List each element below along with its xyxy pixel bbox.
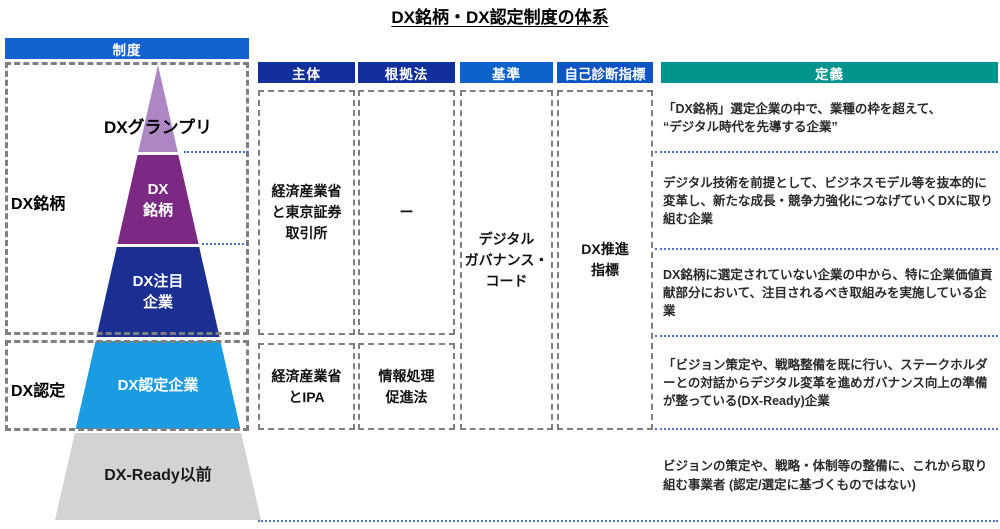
- page-title: DX銘柄・DX認定制度の体系: [391, 8, 609, 27]
- teigi-header: 定義: [661, 62, 998, 83]
- connector-dotline-meigara-left: [202, 243, 248, 245]
- meigara-group-label: DX銘柄: [11, 196, 66, 213]
- shutai-top-cell: 経済産業省 と東京証券 取引所: [258, 90, 355, 335]
- teigi-item-grandprix: 「DX銘柄」選定企業の中で、業種の枠を超えて、 “デジタル時代を先導する企業”: [663, 101, 942, 134]
- konkyo-header: 根拠法: [358, 62, 455, 83]
- pyramid-layer-nintei: DX認定企業: [75, 341, 241, 429]
- separator-dotline-2: [655, 248, 998, 250]
- jiko-header: 自己診断指標: [557, 62, 653, 83]
- nintei-group-box: [5, 340, 249, 431]
- konkyo-top-cell: ー: [358, 90, 455, 335]
- teigi-item-nintei: 「ビジョン策定や、戦略整備を既に行い、ステークホルダーとの対話からデジタル変革を…: [663, 357, 988, 409]
- konkyo-bottom-cell: 情報処理 促進法: [358, 343, 455, 430]
- kijun-header: 基準: [460, 62, 553, 83]
- dx-pyramid: DXグランプリ DX 銘柄 DX注目 企業 DX認定企業 DX-Ready以前: [55, 65, 261, 520]
- teigi-item-ready: ビジョンの策定や、戦略・体制等の整備に、これから取り組む事業者 (認定/選定に基…: [663, 459, 988, 492]
- pyramid-layer-ready: DX-Ready以前: [55, 433, 261, 520]
- nintei-group-label: DX認定: [11, 383, 66, 400]
- pyramid-layer-grandprix-label: DXグランプリ: [103, 118, 213, 137]
- shutai-bottom-cell: 経済産業省 とIPA: [258, 343, 355, 430]
- separator-dotline-1: [655, 151, 998, 153]
- teigi-item-chumoku: DX銘柄に選定されていない企業の中から、特に企業価値貢献部分において、注目される…: [663, 267, 993, 319]
- connector-dotline-grandprix-left: [184, 151, 248, 153]
- separator-dotline-bottom: [258, 520, 998, 522]
- kijun-cell: デジタル ガバナンス・ コード: [460, 90, 553, 430]
- separator-dotline-4: [655, 428, 998, 430]
- meigara-group-box: [5, 62, 249, 335]
- teigi-item-meigara: デジタル技術を前提として、ビジネスモデル等を抜本的に変革し、新たな成長・競争力強…: [663, 175, 993, 227]
- seido-header: 制度: [5, 38, 249, 59]
- shutai-header: 主体: [258, 62, 355, 83]
- pyramid-layer-chumoku: DX注目 企業: [96, 247, 220, 337]
- jiko-cell: DX推進 指標: [557, 90, 653, 430]
- separator-dotline-3: [655, 335, 998, 337]
